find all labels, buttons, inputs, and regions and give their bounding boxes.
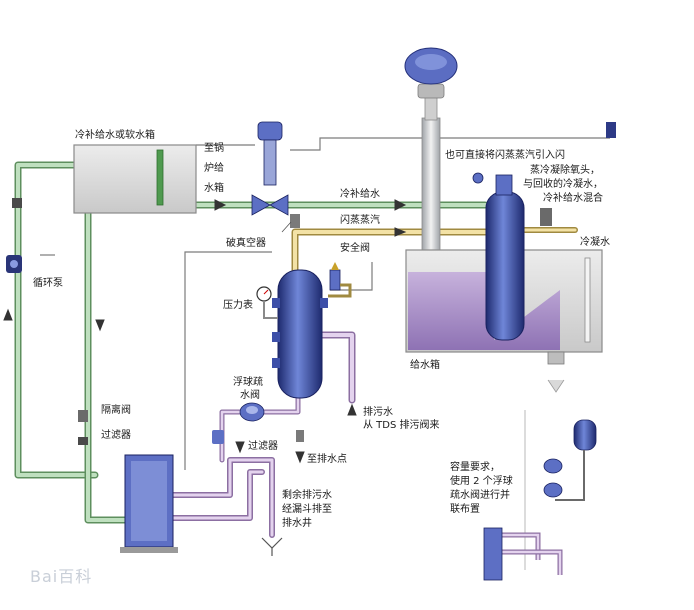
drain-inlet-pipe xyxy=(318,331,356,404)
label-capacity-1: 容量要求， xyxy=(450,462,500,473)
deaerator-head xyxy=(472,122,616,341)
flash-vessel xyxy=(272,269,328,399)
label-capacity-4: 联布置 xyxy=(450,504,480,515)
label-to-boiler-2: 炉给 xyxy=(204,163,224,174)
note-line-3: 与回收的冷凝水， xyxy=(523,179,603,190)
safety-valve-icon xyxy=(328,262,352,298)
label-residual-2: 经漏斗排至 xyxy=(282,504,332,515)
pump-icon xyxy=(6,255,22,273)
label-cold-feed: 冷补给水 xyxy=(340,189,380,200)
cold-water-tank xyxy=(73,144,197,214)
label-residual-3: 排水井 xyxy=(282,518,312,529)
label-to-drain-point: 至排水点 xyxy=(307,454,347,465)
note-line-1: 也可直接将闪蒸蒸汽引入闪 xyxy=(445,150,565,161)
watermark-logo: Bai百科 xyxy=(30,567,93,586)
label-isolation-valve: 隔离阀 xyxy=(101,405,131,416)
vacuum-breaker xyxy=(281,214,300,233)
label-flash-steam: 闪蒸蒸汽 xyxy=(340,215,380,226)
filter-icons xyxy=(12,198,304,445)
label-residual-1: 剩余排污水 xyxy=(282,490,332,501)
float-trap-icon xyxy=(239,402,265,422)
label-capacity-3: 疏水阀进行并 xyxy=(450,490,510,501)
label-to-boiler-3: 水箱 xyxy=(204,183,224,194)
label-filter-left: 过滤器 xyxy=(101,430,131,441)
vent-cap-icon xyxy=(404,47,458,85)
pressure-gauge-icon xyxy=(256,286,278,319)
label-capacity-2: 使用 2 个浮球 xyxy=(450,476,513,487)
label-vacuum-breaker: 破真空器 xyxy=(226,238,266,249)
flow-arrows xyxy=(3,199,407,464)
plate-heat-exchanger xyxy=(120,454,178,553)
pipe-network xyxy=(14,161,578,538)
label-circulation-pump: 循环泵 xyxy=(33,278,63,289)
label-condensate: 冷凝水 xyxy=(580,237,610,248)
inset-float-trap-1 xyxy=(543,458,563,474)
control-valve-icon xyxy=(251,121,289,216)
inset-parallel-traps xyxy=(483,410,597,581)
note-line-2: 蒸冷凝除氧头， xyxy=(530,165,600,176)
inset-float-trap-2 xyxy=(543,482,563,498)
label-drain-in-2: 从 TDS 排污阀来 xyxy=(363,420,440,431)
drain-funnel-icon xyxy=(261,537,283,556)
label-feed-tank: 给水箱 xyxy=(410,360,440,371)
label-float-trap-2: 水阀 xyxy=(240,390,260,401)
label-drain-in-1: 排污水 xyxy=(363,407,393,418)
label-cold-tank: 冷补给水或软水箱 xyxy=(75,130,155,141)
signal-lines xyxy=(40,130,611,470)
label-filter-mid: 过滤器 xyxy=(248,441,278,452)
label-float-trap-1: 浮球疏 xyxy=(233,377,263,388)
label-safety-valve: 安全阀 xyxy=(340,243,370,254)
inset-vessel xyxy=(573,419,597,451)
note-line-4: 冷补给水混合 xyxy=(543,193,603,204)
label-pressure-gauge: 压力表 xyxy=(223,300,253,311)
label-to-boiler-1: 至锅 xyxy=(204,143,224,154)
vent-stack xyxy=(404,47,458,254)
